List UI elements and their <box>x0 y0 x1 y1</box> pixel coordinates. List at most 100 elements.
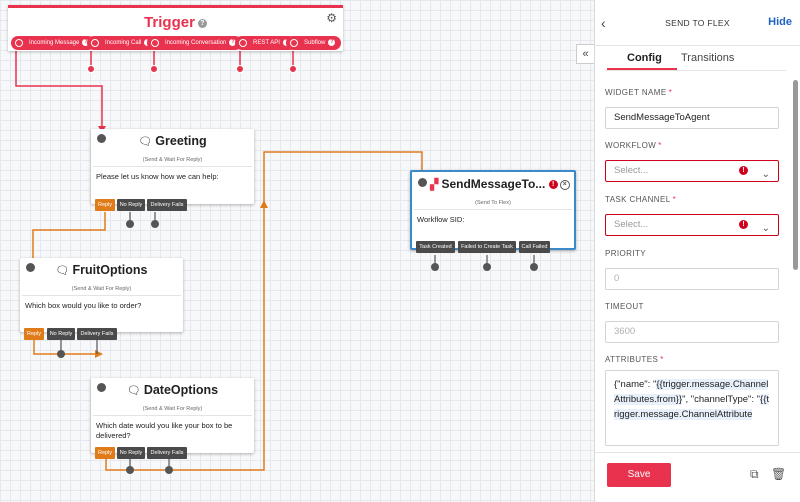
widget-body: Please let us know how we can help: <box>96 172 219 181</box>
input-port[interactable] <box>97 383 106 392</box>
workflow-select[interactable]: Select... ! ⌄ <box>605 160 779 182</box>
port-ring-icon <box>151 39 159 47</box>
trigger-widget[interactable]: Trigger? ⚙ Incoming Message? Incoming Ca… <box>8 5 343 51</box>
help-icon[interactable]: ? <box>82 38 90 46</box>
select-placeholder: Select... <box>614 165 649 176</box>
input-port[interactable] <box>26 263 35 272</box>
widget-date-options[interactable]: 🗨DateOptions (Send & Wait For Reply) Whi… <box>91 378 254 453</box>
flex-icon: ▞ <box>430 179 439 191</box>
help-icon[interactable]: ? <box>229 38 237 46</box>
required-marker: * <box>660 355 664 364</box>
trigger-incoming-conversation[interactable]: Incoming Conversation? <box>147 36 243 50</box>
settings-gear-icon[interactable]: ⚙ <box>326 11 337 25</box>
transition-no-reply[interactable]: No Reply <box>117 199 145 211</box>
chat-icon: 🗨 <box>55 265 70 277</box>
transition-reply[interactable]: Reply <box>95 199 115 211</box>
trash-icon[interactable]: 🗑 <box>771 467 787 481</box>
active-tab-indicator <box>607 68 677 70</box>
back-arrow-icon[interactable]: ‹ <box>601 15 606 31</box>
timeout-label: TIMEOUT <box>605 302 644 311</box>
widget-subtitle: (Send To Flex) <box>475 200 511 206</box>
transition-call-failed[interactable]: Call Failed <box>519 241 550 253</box>
collapse-panel-button[interactable]: « <box>576 44 594 64</box>
help-icon[interactable]: ? <box>197 18 207 28</box>
required-marker: * <box>658 141 662 150</box>
widget-body: Which date would you like your box to be… <box>96 421 233 440</box>
attributes-label: ATTRIBUTES* <box>605 355 664 364</box>
transition-task-created[interactable]: Task Created <box>416 241 455 253</box>
widget-title-text: Greeting <box>155 134 207 148</box>
transition-port[interactable] <box>483 263 491 271</box>
inspector-panel: ‹ SEND TO FLEX Hide Config Transitions W… <box>594 0 800 502</box>
trigger-port[interactable] <box>236 65 244 73</box>
trigger-title: Trigger? <box>8 14 343 31</box>
hide-button[interactable]: Hide <box>768 16 792 28</box>
transition-port[interactable] <box>151 220 159 228</box>
divider <box>605 70 786 71</box>
input-port[interactable] <box>97 134 106 143</box>
widget-greeting[interactable]: 🗨Greeting (Send & Wait For Reply) Please… <box>91 129 254 204</box>
port-ring-icon <box>290 39 298 47</box>
help-icon[interactable]: ? <box>328 38 336 46</box>
widget-fruit-options[interactable]: 🗨FruitOptions (Send & Wait For Reply) Wh… <box>20 258 183 332</box>
attributes-textarea[interactable]: {"name": "{{trigger.message.ChannelAttri… <box>605 370 779 446</box>
close-icon[interactable]: × <box>559 179 570 190</box>
widget-name-input[interactable]: SendMessageToAgent <box>605 107 779 129</box>
trigger-subflow[interactable]: Subflow? <box>286 36 342 50</box>
timeout-input[interactable]: 3600 <box>605 321 779 343</box>
widget-title-text: SendMessageTo... <box>441 177 546 191</box>
widget-subtitle: (Send & Wait For Reply) <box>142 157 203 163</box>
pill-label: REST API <box>253 40 280 46</box>
chat-icon: 🗨 <box>126 385 141 397</box>
trigger-port[interactable] <box>150 65 158 73</box>
transition-delivery-fails[interactable]: Delivery Fails <box>77 328 117 340</box>
transition-no-reply[interactable]: No Reply <box>117 447 145 459</box>
attr-text: {"name": " <box>614 379 657 390</box>
error-icon: ! <box>548 180 558 190</box>
widget-send-message-to-agent[interactable]: ▞SendMessageTo... !× (Send To Flex) Work… <box>410 170 576 250</box>
transition-port[interactable] <box>57 350 65 358</box>
pill-label: Incoming Message <box>29 40 80 46</box>
transition-port[interactable] <box>165 466 173 474</box>
chat-icon: 🗨 <box>138 136 153 148</box>
port-ring-icon <box>15 39 23 47</box>
trigger-port[interactable] <box>87 65 95 73</box>
panel-title: SEND TO FLEX <box>665 18 730 28</box>
panel-tabs: Config Transitions <box>609 52 786 72</box>
trigger-port[interactable] <box>289 65 297 73</box>
transition-delivery-fails[interactable]: Delivery Fails <box>147 447 187 459</box>
label-text: ATTRIBUTES <box>605 355 659 364</box>
priority-input[interactable]: 0 <box>605 268 779 290</box>
transition-reply[interactable]: Reply <box>95 447 115 459</box>
pill-label: Incoming Conversation <box>165 40 227 46</box>
transition-port[interactable] <box>431 263 439 271</box>
duplicate-icon[interactable]: ⧉ <box>750 467 759 481</box>
widget-title: ▞SendMessageTo... !× <box>430 177 570 191</box>
pill-label: Subflow <box>304 40 326 46</box>
transition-port[interactable] <box>126 220 134 228</box>
task-channel-select[interactable]: Select... ! ⌄ <box>605 214 779 236</box>
label-text: WIDGET NAME <box>605 88 667 97</box>
widget-title-text: DateOptions <box>143 383 219 397</box>
transition-port[interactable] <box>126 466 134 474</box>
trigger-incoming-message[interactable]: Incoming Message? <box>11 36 96 50</box>
pill-label: Incoming Call <box>105 40 142 46</box>
port-ring-icon <box>239 39 247 47</box>
transition-failed-to-create-task[interactable]: Failed to Create Task <box>458 241 516 253</box>
transition-delivery-fails[interactable]: Delivery Fails <box>147 199 187 211</box>
scrollbar-thumb[interactable] <box>793 80 798 270</box>
transition-no-reply[interactable]: No Reply <box>47 328 75 340</box>
error-icon: ! <box>739 166 748 175</box>
tab-transitions[interactable]: Transitions <box>681 52 735 64</box>
widget-subtitle: (Send & Wait For Reply) <box>142 406 203 412</box>
required-marker: * <box>672 195 677 204</box>
widget-title: 🗨Greeting <box>91 134 254 148</box>
transition-port[interactable] <box>530 263 538 271</box>
trigger-incoming-call[interactable]: Incoming Call? <box>87 36 158 50</box>
save-button[interactable]: Save <box>607 463 671 487</box>
input-port[interactable] <box>418 178 427 187</box>
transition-reply[interactable]: Reply <box>24 328 44 340</box>
trigger-title-text: Trigger <box>144 14 195 31</box>
label-text: WORKFLOW <box>605 141 657 150</box>
tab-config[interactable]: Config <box>627 52 662 64</box>
